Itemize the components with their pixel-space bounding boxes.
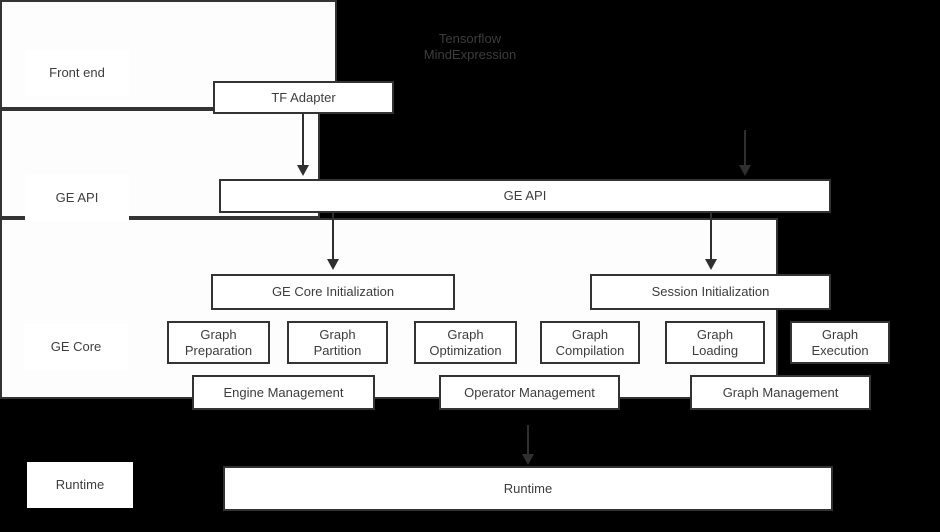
graph-loading-line2: Loading xyxy=(691,342,739,358)
graph-optimization-line1: Graph xyxy=(447,327,484,343)
runtime-bar[interactable]: Runtime xyxy=(223,466,833,511)
tf-adapter-box[interactable]: TF Adapter xyxy=(213,81,394,114)
graph-execution-line1: Graph xyxy=(821,327,859,343)
graph-compilation-line1: Graph xyxy=(571,327,609,343)
arrowhead-tf-adapter-to-ge-api xyxy=(297,165,309,176)
graph-execution-box[interactable]: Graph Execution xyxy=(790,321,890,364)
session-initialization-box[interactable]: Session Initialization xyxy=(590,274,831,310)
graph-loading-line1: Graph xyxy=(696,327,734,343)
graph-partition-line1: Graph xyxy=(319,327,356,343)
engine-management-box[interactable]: Engine Management xyxy=(192,375,375,410)
connector-ge-api-to-ge-core-init xyxy=(332,213,334,261)
graph-partition-line2: Partition xyxy=(313,342,362,358)
graph-execution-line2: Execution xyxy=(811,342,869,358)
arrowhead-mindexpression-to-ge-api xyxy=(739,165,751,176)
ge-api-bar[interactable]: GE API xyxy=(219,179,831,213)
arrowhead-ge-api-to-ge-core-init xyxy=(327,259,339,270)
tier-label-ge-core: GE Core xyxy=(24,324,128,370)
graph-loading-box[interactable]: Graph Loading xyxy=(665,321,765,364)
arrowhead-ge-core-to-runtime xyxy=(522,454,534,465)
tier-label-front-end: Front end xyxy=(25,50,129,96)
graph-preparation-line1: Graph xyxy=(200,327,237,343)
graph-compilation-box[interactable]: Graph Compilation xyxy=(540,321,640,364)
tier-label-ge-api: GE API xyxy=(25,175,129,221)
connector-mindexpression-to-ge-api xyxy=(744,130,746,167)
mindexpression-label: MindExpression xyxy=(423,47,517,62)
graph-optimization-line2: Optimization xyxy=(429,342,502,358)
connector-ge-api-to-session-init xyxy=(710,213,712,261)
graph-preparation-line2: Preparation xyxy=(184,342,253,358)
tier-label-runtime: Runtime xyxy=(27,462,133,508)
graph-optimization-box[interactable]: Graph Optimization xyxy=(414,321,517,364)
connector-ge-core-to-runtime xyxy=(527,425,529,456)
ge-core-initialization-box[interactable]: GE Core Initialization xyxy=(211,274,455,310)
graph-compilation-line2: Compilation xyxy=(555,342,625,358)
tensorflow-label: Tensorflow xyxy=(438,31,502,46)
graph-management-box[interactable]: Graph Management xyxy=(690,375,871,410)
arrowhead-ge-api-to-session-init xyxy=(705,259,717,270)
graph-preparation-box[interactable]: Graph Preparation xyxy=(167,321,270,364)
operator-management-box[interactable]: Operator Management xyxy=(439,375,620,410)
graph-partition-box[interactable]: Graph Partition xyxy=(287,321,388,364)
connector-tf-adapter-to-ge-api xyxy=(302,114,304,167)
